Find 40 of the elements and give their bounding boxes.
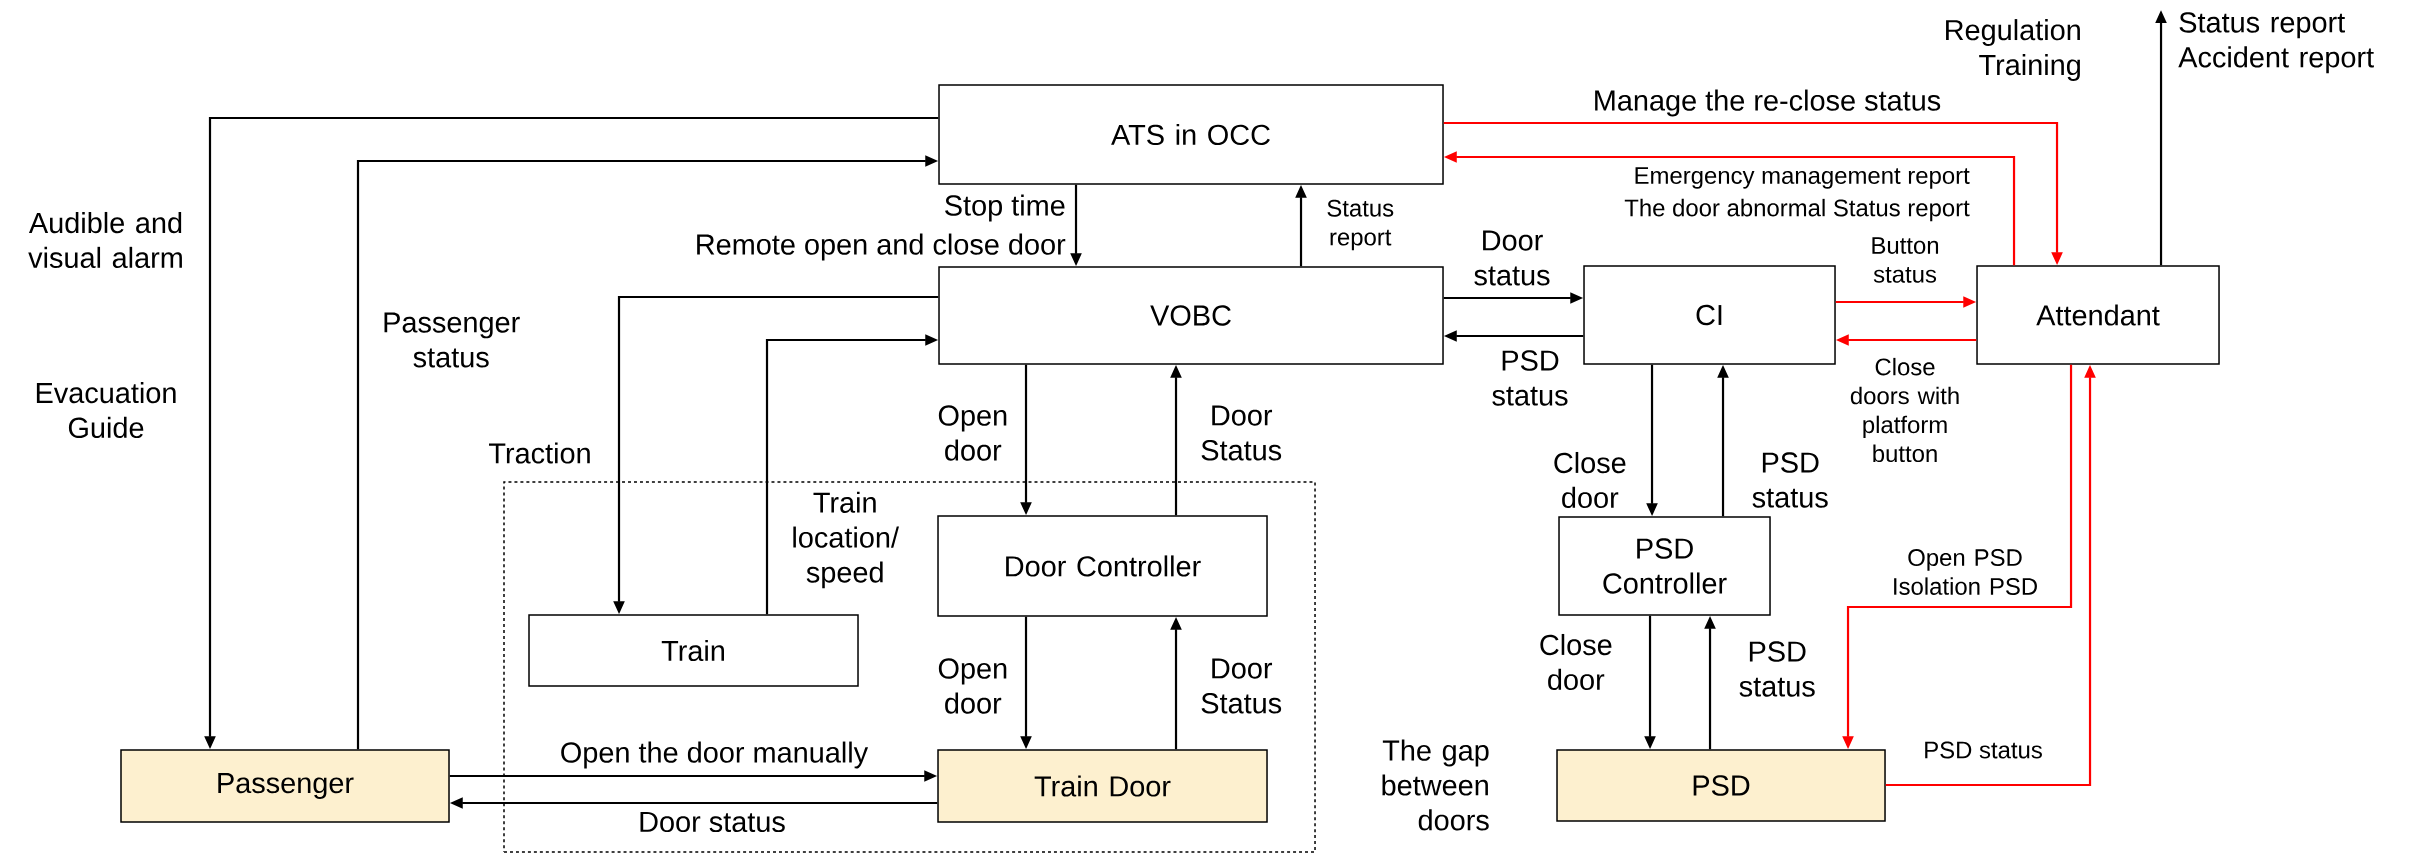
edge-label: Open the door manually	[561, 741, 869, 769]
edge-label: Door status	[640, 811, 785, 833]
edge-label: PSD status	[1492, 350, 1568, 406]
note-text: Remote open and close door	[697, 233, 1066, 261]
edge-label: Button status	[1872, 237, 1939, 283]
process-box: Train	[528, 614, 859, 687]
edge-label: Train location/ speed	[793, 491, 899, 589]
edge-label: Manage the re-close status	[1595, 89, 1941, 117]
edge-label: Close door	[1540, 633, 1612, 691]
edge-label: Open PSD Isolation PSD	[1894, 549, 2037, 595]
process-box: VOBC	[938, 266, 1444, 365]
edge-label: Close doors with platform button	[1850, 357, 1959, 463]
edge-label: Traction	[489, 442, 590, 464]
edge-label: Door Status	[1201, 405, 1282, 461]
edge-label: Close door	[1554, 451, 1626, 509]
process-box: ATS in OCC	[938, 84, 1444, 185]
edge-label: PSD status	[1925, 741, 2042, 759]
process-box: CI	[1583, 265, 1836, 365]
process-box: PSD Controller	[1558, 516, 1771, 616]
process-box: Train Door	[937, 749, 1268, 823]
edge-label: Emergency management report	[1635, 167, 1970, 189]
note-text: Evacuation Guide	[36, 381, 176, 439]
edge-label: PSD status	[1752, 452, 1828, 508]
edge-label: Door Status	[1201, 658, 1282, 714]
process-box: PSD	[1556, 749, 1886, 822]
edge-label: Audible and visual alarm	[28, 211, 182, 269]
edge-label: Door status	[1474, 230, 1550, 286]
note-text: The door abnormal Status report	[1624, 198, 1970, 222]
edge-label: Open door	[938, 658, 1007, 714]
edge-label: Passenger status	[384, 312, 520, 368]
edge-label: Status report	[1327, 199, 1394, 251]
note-text: Regulation Training	[1946, 19, 2080, 81]
node-label: The gap between doors	[1382, 739, 1489, 831]
process-box: Attendant	[1976, 265, 2220, 365]
edge-label: Stop time	[945, 194, 1065, 222]
process-box: Door Controller	[937, 515, 1268, 617]
edge-label: Open door	[938, 405, 1007, 461]
process-box: Passenger	[120, 749, 450, 823]
edge-label: Status report Accident report	[2178, 12, 2374, 74]
edge-label: PSD status	[1739, 641, 1815, 697]
